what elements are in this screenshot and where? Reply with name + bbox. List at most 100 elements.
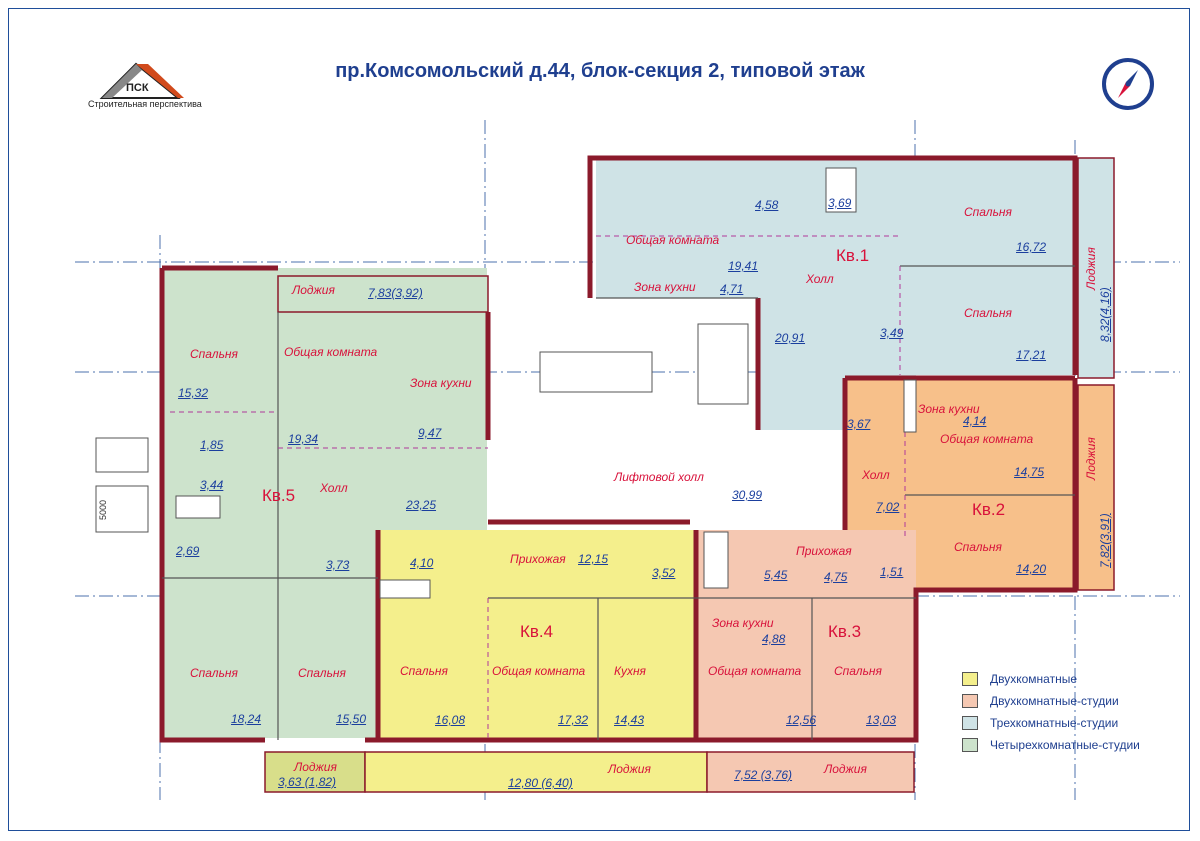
legend-item: Двухкомнатные-студии xyxy=(962,690,1140,712)
kv5-room-label: Спальня xyxy=(190,666,238,680)
kv4-bath-area: 3,52 xyxy=(652,566,676,580)
apartment-5-loggia-bottom xyxy=(264,751,366,793)
kv5-bath-area: 3,44 xyxy=(200,478,224,492)
kv1-room-label: Спальня xyxy=(964,306,1012,320)
apartment-5-name: Кв.5 xyxy=(262,486,296,505)
apartment-1-name: Кв.1 xyxy=(836,246,870,265)
apartment-3-loggia xyxy=(706,751,915,793)
kv2-room-area: 14,75 xyxy=(1014,465,1045,479)
apartment-2-loggia xyxy=(1077,384,1115,591)
kv3-loggia-label: Лоджия xyxy=(824,762,867,776)
legend-swatch xyxy=(962,716,978,730)
legend-swatch xyxy=(962,738,978,752)
sheet-frame xyxy=(8,8,1190,831)
kv1-room-label: Холл xyxy=(806,272,834,286)
kv1-bath-area: 4,58 xyxy=(755,198,779,212)
kv1-room-area: 19,41 xyxy=(728,259,759,273)
kv5-loggia-label: Лоджия xyxy=(292,283,335,297)
kv5-room-area: 9,47 xyxy=(418,426,442,440)
kv4-loggia-label: Лоджия xyxy=(608,762,651,776)
kv3-room-area: 12,56 xyxy=(786,713,817,727)
house-roof-logo-icon: ПСК xyxy=(99,62,184,99)
kv3-loggia-area: 7,52 (3,76) xyxy=(734,768,793,782)
apartment-1-fill xyxy=(596,160,916,298)
kv1-loggia-area: 8,32(4,16) xyxy=(1098,287,1112,342)
legend-label: Трехкомнатные-студии xyxy=(990,716,1119,730)
kv4-loggia-area: 12,80 (6,40) xyxy=(508,776,573,790)
dimension-label: 5000 xyxy=(98,499,108,520)
legend-item: Трехкомнатные-студии xyxy=(962,712,1140,734)
legend-swatch xyxy=(962,694,978,708)
legend-item: Четырехкомнатные-студии xyxy=(962,734,1140,756)
kv5-room-area: 15,32 xyxy=(178,386,209,400)
kv5-room-label: Спальня xyxy=(298,666,346,680)
kv5-room-area: 18,24 xyxy=(231,712,262,726)
kv5-room-area: 23,25 xyxy=(406,498,437,512)
page-title: пр.Комсомольский д.44, блок-секция 2, ти… xyxy=(335,60,865,82)
kv1-room-area: 4,71 xyxy=(720,282,744,296)
legend-swatch xyxy=(962,672,978,686)
kv2-bath-area: 1,51 xyxy=(880,565,904,579)
kv3-room-label: Прихожая xyxy=(796,544,852,558)
apartment-3-fill xyxy=(696,530,916,740)
kv2-room-label: Зона кухни xyxy=(918,402,980,416)
kv5-bath-area: 2,69 xyxy=(176,544,200,558)
kv3-room-label: Зона кухни xyxy=(712,616,774,630)
kv2-room-area: 4,14 xyxy=(963,414,987,428)
kv2-room-label: Спальня xyxy=(954,540,1002,554)
kv1-room-label: Зона кухни xyxy=(634,280,696,294)
kv4-room-label: Спальня xyxy=(400,664,448,678)
kv5-room-label: Общая комната xyxy=(284,345,378,359)
kv5-bath-area: 1,85 xyxy=(200,438,224,452)
kv5-room-area: 15,50 xyxy=(336,712,367,726)
legend-label: Двухкомнатные xyxy=(990,672,1078,686)
kv5-loggia-label: Лоджия xyxy=(294,760,337,774)
kv4-room-label: Кухня xyxy=(614,664,646,678)
kv5-room-area: 19,34 xyxy=(288,432,319,446)
apartment-5-loggia-top xyxy=(277,275,489,313)
kv2-room-label: Общая комната xyxy=(940,432,1034,446)
kv3-room-area: 4,88 xyxy=(762,632,786,646)
kv4-room-area: 16,08 xyxy=(435,713,466,727)
kv3-room-area: 4,75 xyxy=(824,570,848,584)
kv5-loggia-area: 7,83(3,92) xyxy=(368,286,423,300)
kv1-room-label: Спальня xyxy=(964,205,1012,219)
kv4-room-area: 12,15 xyxy=(578,552,609,566)
kv1-room-area: 20,91 xyxy=(775,331,806,345)
kv5-room-label: Зона кухни xyxy=(410,376,472,390)
kv4-room-label: Прихожая xyxy=(510,552,566,566)
kv1-loggia-label: Лоджия xyxy=(1084,247,1098,290)
kv3-room-label: Спальня xyxy=(834,664,882,678)
kv1-room-area: 16,72 xyxy=(1016,240,1047,254)
kv4-room-area: 17,32 xyxy=(558,713,589,727)
kv4-room-area: 14,43 xyxy=(614,713,645,727)
kv2-loggia-area: 7,82(3,91) xyxy=(1098,513,1112,568)
elevator-hall-label: Лифтовой холл xyxy=(614,470,704,484)
kv1-room-label: Общая комната xyxy=(626,233,720,247)
logo-abbr: ПСК xyxy=(126,82,149,94)
kv2-room-area: 7,02 xyxy=(876,500,900,514)
legend-label: Двухкомнатные-студии xyxy=(990,694,1119,708)
apartment-4-name: Кв.4 xyxy=(520,622,554,641)
apartment-4-fill xyxy=(378,530,696,740)
elevator-hall-area: 30,99 xyxy=(732,488,763,502)
kv4-bath-area: 4,10 xyxy=(410,556,434,570)
apartment-4-loggia xyxy=(364,751,708,793)
kv3-bath-area: 5,45 xyxy=(764,568,788,582)
kv1-bath-area: 3,69 xyxy=(828,196,852,210)
kv1-bath-area: 3,49 xyxy=(880,326,904,340)
apartment-3-name: Кв.3 xyxy=(828,622,862,641)
kv4-room-label: Общая комната xyxy=(492,664,586,678)
legend-label: Четырехкомнатные-студии xyxy=(990,738,1140,752)
kv5-room-label: Спальня xyxy=(190,347,238,361)
kv3-room-label: Общая комната xyxy=(708,664,802,678)
kv5-loggia-area: 3,63 (1,82) xyxy=(278,775,337,789)
kv5-room-label: Холл xyxy=(320,481,348,495)
kv2-room-label: Холл xyxy=(862,468,890,482)
legend: Двухкомнатные Двухкомнатные-студии Трехк… xyxy=(962,668,1140,756)
kv2-bath-area: 3,67 xyxy=(847,417,871,431)
kv2-room-area: 14,20 xyxy=(1016,562,1047,576)
kv1-room-area: 17,21 xyxy=(1016,348,1047,362)
legend-item: Двухкомнатные xyxy=(962,668,1140,690)
